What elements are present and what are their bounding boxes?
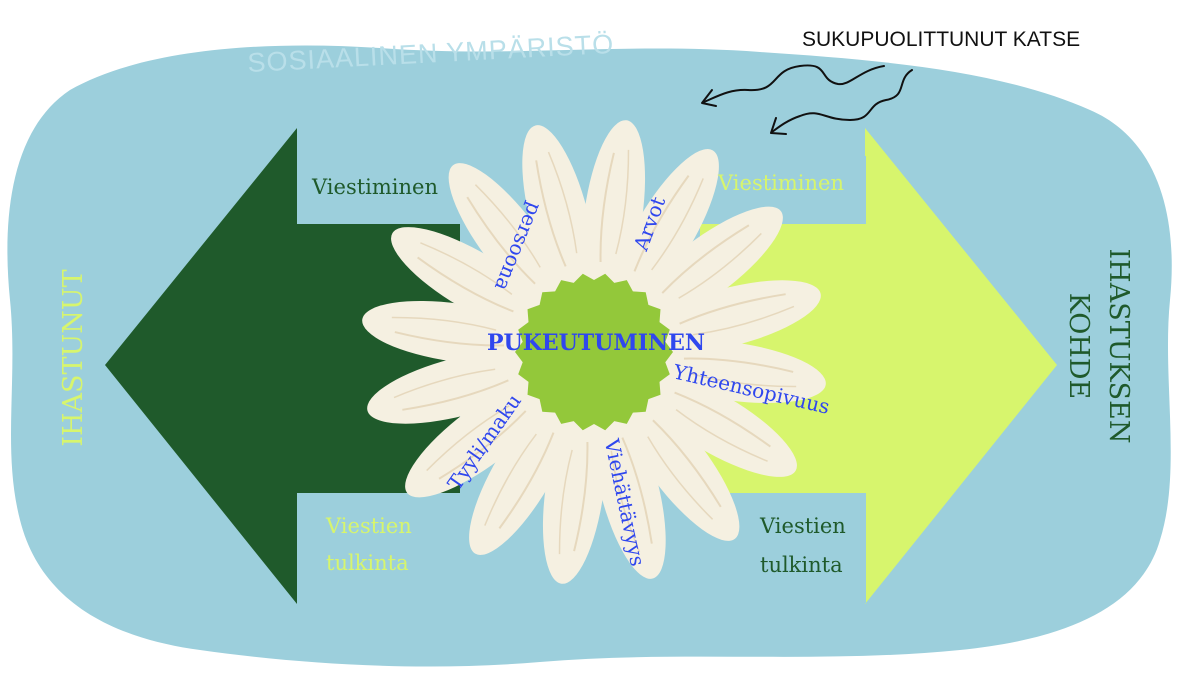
petal xyxy=(611,149,719,314)
top-left-label: Viestiminen xyxy=(311,175,438,199)
center-label: PUKEUTUMINEN xyxy=(487,330,705,356)
left-actor-label: IHASTUNUT xyxy=(58,269,89,446)
petal xyxy=(638,280,821,354)
petal xyxy=(632,369,797,477)
flower-center xyxy=(515,273,673,431)
right-arrow xyxy=(700,128,1057,604)
flower-petals xyxy=(362,120,826,584)
right-actor-label-line2: KOHDE xyxy=(1063,293,1094,399)
petal xyxy=(391,227,556,335)
petal xyxy=(367,350,550,424)
right-actor-label-line1: IHASTUKSEN xyxy=(1103,249,1134,444)
petal xyxy=(405,375,560,498)
petal xyxy=(522,125,596,308)
petal xyxy=(448,163,571,318)
petal xyxy=(617,386,740,541)
top-left-band xyxy=(297,156,467,224)
petal xyxy=(628,206,783,329)
gaze-arrow-upper xyxy=(703,64,885,103)
left-arrow xyxy=(105,128,460,604)
bottom-right-label-line1: Viestien xyxy=(759,514,846,538)
gaze-arrow-lower xyxy=(771,69,913,133)
petal xyxy=(469,390,577,555)
bottom-right-label-line2: tulkinta xyxy=(760,553,843,577)
bottom-left-band xyxy=(297,493,467,603)
gaze-arrow-lower-head xyxy=(770,117,787,135)
gaze-label: SUKUPUOLITTUNUT KATSE xyxy=(802,28,1080,51)
gaze-arrow-upper-head xyxy=(701,89,717,107)
gaze-arrows xyxy=(701,64,913,135)
bottom-left-label-line2: tulkinta xyxy=(326,551,409,575)
top-right-label: Viestiminen xyxy=(717,171,844,195)
petal xyxy=(592,396,666,579)
bottom-left-label-line1: Viestien xyxy=(325,514,412,538)
